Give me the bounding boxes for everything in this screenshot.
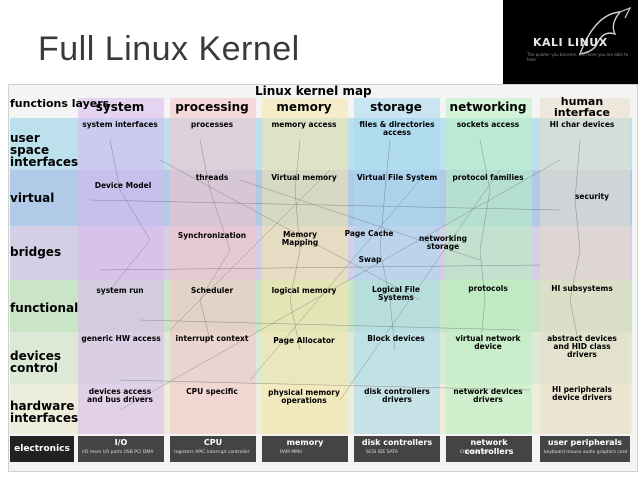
layer-label-virtual: virtual bbox=[10, 191, 55, 205]
footer-cpu-label: CPU bbox=[203, 438, 223, 447]
column-header-memory: memory bbox=[276, 100, 332, 114]
column-header-networking: networking bbox=[449, 100, 527, 114]
column-header-human-interface: human interface bbox=[554, 95, 610, 119]
footer-network-block bbox=[446, 436, 532, 462]
cell-sockets-access: sockets access bbox=[456, 120, 520, 129]
footer-memory-sub: RAM MMU bbox=[280, 450, 303, 455]
footer-disk-label: disk controllers bbox=[361, 438, 433, 447]
cell-cpu-specific: CPU specific bbox=[186, 387, 238, 396]
column-header-storage: storage bbox=[370, 100, 422, 114]
layer-label-user-space: user space interfaces bbox=[10, 131, 79, 169]
column-stripe-1 bbox=[170, 98, 256, 434]
cell-page-cache: Page Cache bbox=[344, 229, 394, 238]
cell-device-model: Device Model bbox=[94, 181, 152, 190]
cell-security: security bbox=[574, 192, 610, 201]
cell-protocols: protocols bbox=[468, 284, 508, 293]
cell-synchronization: Synchronization bbox=[177, 231, 247, 240]
dragon-icon bbox=[578, 6, 632, 55]
footer-network-sub: Ethernet WiFi bbox=[460, 450, 490, 455]
cell-interrupt-context: interrupt context bbox=[175, 334, 249, 343]
footer-io-sub: I/O mem I/O ports USB PCI DMA bbox=[82, 450, 154, 455]
column-header-processing: processing bbox=[175, 100, 249, 114]
footer-cpu-block bbox=[170, 436, 256, 462]
column-stripe-2 bbox=[262, 98, 348, 434]
cell-hi-char-devices: HI char devices bbox=[549, 120, 615, 129]
cell-memory-access: memory access bbox=[271, 120, 337, 129]
map-title: Linux kernel map bbox=[255, 84, 372, 98]
footer-memory-label: memory bbox=[286, 438, 324, 447]
cell-page-allocator: Page Allocator bbox=[273, 336, 335, 345]
layer-label-hardware-interfaces: hardware interfaces bbox=[10, 399, 79, 425]
footer-cpu-sub: registers APIC interrupt controller bbox=[174, 450, 250, 455]
cell-protocol-families: protocol families bbox=[452, 173, 524, 182]
column-stripe-3 bbox=[354, 98, 440, 434]
cell-block-devices: Block devices bbox=[367, 334, 425, 343]
layer-label-functional: functional bbox=[10, 301, 79, 315]
footer-io-block bbox=[78, 436, 164, 462]
footer-user-label: user peripherals bbox=[547, 438, 623, 447]
footer-memory-block bbox=[262, 436, 348, 462]
layer-label-bridges: bridges bbox=[10, 245, 62, 259]
footer-io-label: I/O bbox=[114, 438, 128, 447]
cell-memory-mapping: Memory Mapping bbox=[281, 230, 319, 247]
cell-swap: Swap bbox=[358, 255, 382, 264]
cell-virtual-network-device: virtual network device bbox=[455, 334, 521, 351]
cell-hi-peripherals-drivers: HI peripherals device drivers bbox=[552, 385, 612, 402]
cell-physical-memory-ops: physical memory operations bbox=[268, 388, 340, 405]
corner-label: functions layers bbox=[10, 97, 110, 110]
cell-system-interfaces: system interfaces bbox=[82, 120, 158, 129]
cell-networking-storage: networking storage bbox=[418, 234, 468, 251]
logo-text: KALI LINUX bbox=[533, 36, 608, 49]
column-stripe-5 bbox=[540, 98, 630, 434]
footer-network-label: network controllers bbox=[464, 438, 514, 456]
cell-processes: processes bbox=[190, 120, 234, 129]
footer-user-sub: keyboard mouse audio graphics card bbox=[544, 450, 628, 455]
cell-abstract-devices: abstract devices and HID class drivers bbox=[547, 334, 617, 359]
column-stripe-0 bbox=[78, 98, 164, 434]
layer-label-devices-control: devices control bbox=[10, 349, 62, 375]
cell-network-device-drivers: network devices drivers bbox=[453, 387, 523, 404]
footer-disk-block bbox=[354, 436, 440, 462]
cell-disk-controllers-drivers: disk controllers drivers bbox=[364, 387, 430, 404]
cell-threads: threads bbox=[195, 173, 229, 182]
cell-logical-file-systems: Logical File Systems bbox=[372, 285, 420, 302]
logo-tagline: The quieter you become, the more you are… bbox=[527, 52, 629, 62]
footer-user-block bbox=[540, 436, 630, 462]
footer-electronics: electronics bbox=[10, 436, 74, 462]
cell-system-run: system run bbox=[96, 286, 144, 295]
column-header-system: system bbox=[95, 100, 145, 114]
slide-title: Full Linux Kernel bbox=[38, 30, 300, 68]
cell-devices-access: devices access and bus drivers bbox=[87, 387, 153, 404]
cell-files-directories: files & directories access bbox=[359, 120, 435, 137]
cell-hi-subsystems: HI subsystems bbox=[551, 284, 613, 293]
cell-virtual-file-system: Virtual File System bbox=[356, 173, 438, 182]
footer-disk-sub: SCSI IDE SATA bbox=[366, 450, 398, 455]
kali-logo: KALI LINUX The quieter you become, the m… bbox=[503, 0, 638, 86]
cell-generic-hw-access: generic HW access bbox=[81, 334, 161, 343]
cell-scheduler: Scheduler bbox=[190, 286, 234, 295]
cell-logical-memory: logical memory bbox=[271, 286, 337, 295]
cell-virtual-memory: Virtual memory bbox=[271, 173, 337, 182]
